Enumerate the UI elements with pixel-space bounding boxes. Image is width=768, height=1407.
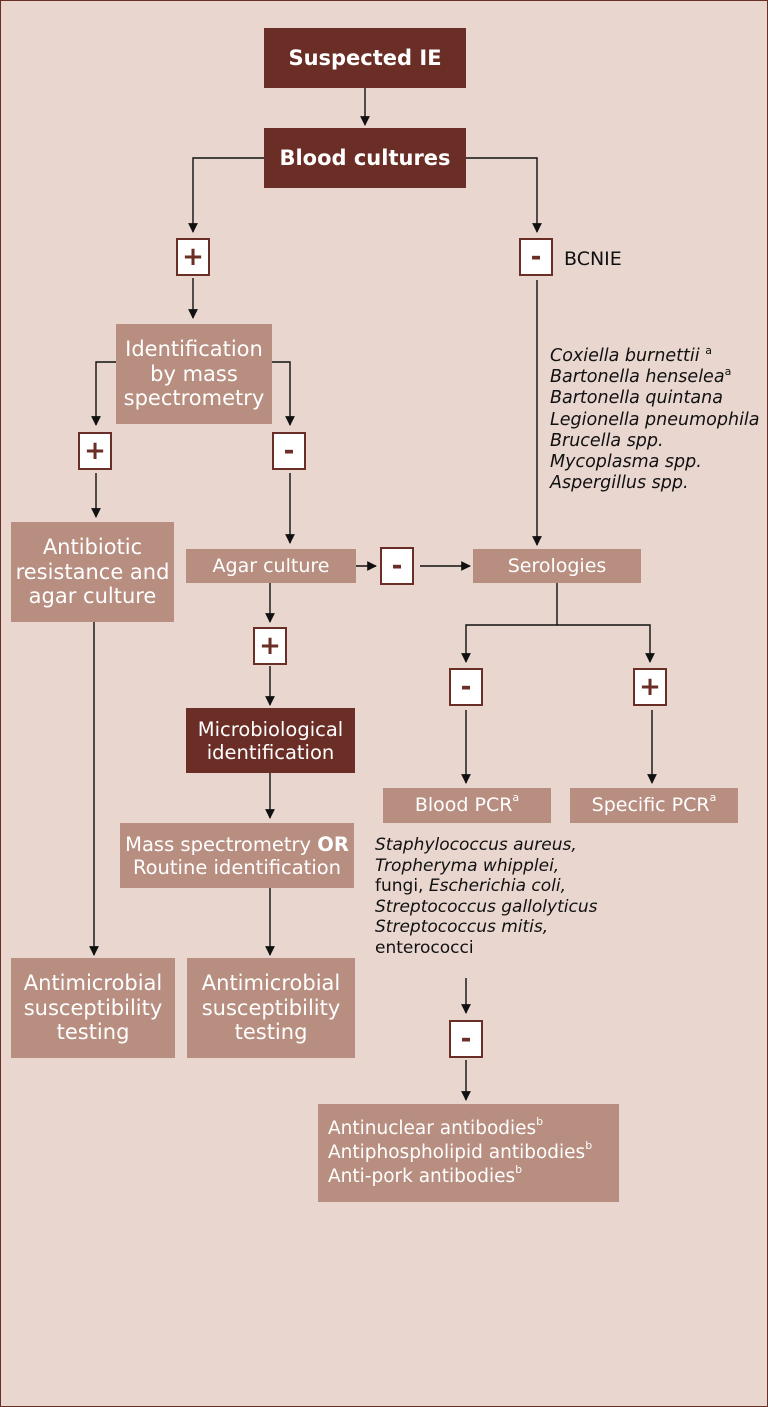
mass-spec-line-2: Routine identification (132, 855, 342, 879)
ast-middle-line-3: testing (234, 1020, 308, 1045)
organism-bartonella-quintana: Bartonella quintana (550, 388, 723, 409)
identification-line-1: Identification (125, 336, 263, 361)
arrow-identification-to-plus (91, 361, 116, 426)
organism-coxiella: Coxiella burnettii a (550, 344, 712, 366)
identification-line-2: by mass (150, 361, 238, 386)
mass-spec-or-routine-box: Mass spectrometry OR Routine identificat… (120, 823, 354, 888)
organism-staph-aureus: Staphylococcus aureus, (375, 835, 577, 855)
bcnie-organism-list: Coxiella burnettii a Bartonella henselea… (550, 344, 760, 494)
agar-culture-box: Agar culture (186, 549, 356, 583)
blood-cultures-box: Blood cultures (264, 128, 466, 188)
footnote-a-2: a (724, 365, 732, 379)
autoantibodies-box: Antinuclear antibodiesb Antiphospholipid… (318, 1104, 619, 1202)
organism-enterococci: enterococci (375, 937, 474, 958)
organism-brucella: Brucella spp. (550, 430, 664, 451)
plus-sign-cultures: + (176, 238, 210, 276)
organism-tropheryma: Tropheryma whipplei, (375, 855, 560, 876)
microbiological-line-1: Microbiological (197, 717, 344, 741)
serologies-box: Serologies (473, 549, 641, 583)
mass-spec-line-1: Mass spectrometry OR (125, 832, 349, 856)
identification-box: Identification by mass spectrometry (116, 324, 272, 424)
plus-sign-serologies-text: + (639, 672, 661, 702)
blood-pcr-box: Blood PCRa (383, 788, 551, 823)
blood-cultures-label: Blood cultures (279, 145, 451, 170)
suspected-ie-box: Suspected IE (264, 28, 466, 88)
arrow-cultures-to-plus (188, 157, 264, 233)
pcr-organism-list: Staphylococcus aureus, Tropheryma whippl… (375, 835, 597, 958)
antinuclear-antibodies: Antinuclear antibodiesb (328, 1114, 544, 1139)
organism-legionella: Legionella pneumophila (550, 409, 760, 430)
antibiotic-line-3: agar culture (28, 584, 157, 609)
minus-sign-pcr: - (449, 1020, 483, 1058)
organism-fungi-ecoli: fungi, Escherichia coli, (375, 876, 597, 897)
plus-sign-agar-text: + (259, 631, 281, 661)
ast-left-line-1: Antimicrobial (23, 970, 163, 995)
ast-middle-line-2: susceptibility (201, 995, 341, 1020)
antiphospholipid-antibodies: Antiphospholipid antibodiesb (328, 1138, 593, 1163)
plus-sign-agar: + (253, 627, 287, 665)
minus-sign-cultures-text: - (530, 242, 542, 272)
specific-pcr-label: Specific PCRa (591, 791, 717, 817)
arrow-cultures-to-minus (466, 157, 542, 233)
antibiotic-line-2: resistance and (15, 559, 170, 584)
serologies-label: Serologies (507, 554, 607, 577)
antibiotic-line-1: Antibiotic (42, 534, 143, 559)
organism-mycoplasma: Mycoplasma spp. (550, 451, 702, 472)
organism-aspergillus: Aspergillus spp. (550, 473, 689, 494)
suspected-ie-label: Suspected IE (288, 45, 442, 70)
minus-sign-identification: - (272, 432, 306, 470)
microbiological-line-2: identification (206, 740, 335, 764)
footnote-a-bloodpcr: a (512, 791, 520, 805)
minus-sign-agar-text: - (391, 551, 403, 581)
bcnie-label: BCNIE (564, 248, 622, 270)
identification-line-3: spectrometry (123, 386, 265, 411)
microbiological-id-box: Microbiological identification (186, 708, 355, 773)
organism-strep-gallolyticus: Streptococcus gallolyticus (375, 896, 598, 917)
plus-sign-serologies: + (633, 668, 667, 706)
ast-left-line-3: testing (56, 1020, 130, 1045)
ast-middle-line-1: Antimicrobial (201, 970, 341, 995)
footnote-a-1: a (705, 344, 712, 357)
agar-culture-label: Agar culture (212, 554, 330, 577)
organism-fungi: fungi, (375, 876, 429, 897)
minus-sign-cultures: - (519, 238, 553, 276)
footnote-b-2: b (585, 1138, 593, 1152)
organism-strep-mitis: Streptococcus mitis, (375, 917, 549, 938)
plus-sign-cultures-text: + (182, 242, 204, 272)
ast-middle-box: Antimicrobial susceptibility testing (187, 958, 355, 1058)
arrow-identification-to-minus (271, 361, 295, 426)
or-label: OR (317, 832, 349, 856)
arrow-serologies-split (461, 583, 558, 663)
ast-left-line-2: susceptibility (23, 995, 163, 1020)
arrow-serologies-to-plus (557, 624, 655, 663)
ast-left-box: Antimicrobial susceptibility testing (11, 958, 175, 1058)
specific-pcr-box: Specific PCRa (570, 788, 738, 823)
footnote-b-1: b (536, 1114, 544, 1128)
organism-ecoli: Escherichia coli, (428, 876, 567, 897)
footnote-b-3: b (515, 1163, 523, 1177)
minus-sign-serologies: - (449, 668, 483, 706)
anti-pork-antibodies: Anti-pork antibodiesb (328, 1163, 523, 1188)
organism-bartonella-henselea: Bartonella henseleaa (550, 365, 732, 388)
minus-sign-pcr-text: - (460, 1024, 472, 1054)
footnote-a-specificpcr: a (709, 791, 717, 805)
minus-sign-identification-text: - (283, 436, 295, 466)
plus-sign-identification-text: + (84, 436, 106, 466)
plus-sign-identification: + (78, 432, 112, 470)
antibiotic-resistance-box: Antibiotic resistance and agar culture (11, 522, 174, 622)
minus-sign-serologies-text: - (460, 672, 472, 702)
minus-sign-agar: - (380, 547, 414, 585)
blood-pcr-label: Blood PCRa (414, 791, 520, 817)
